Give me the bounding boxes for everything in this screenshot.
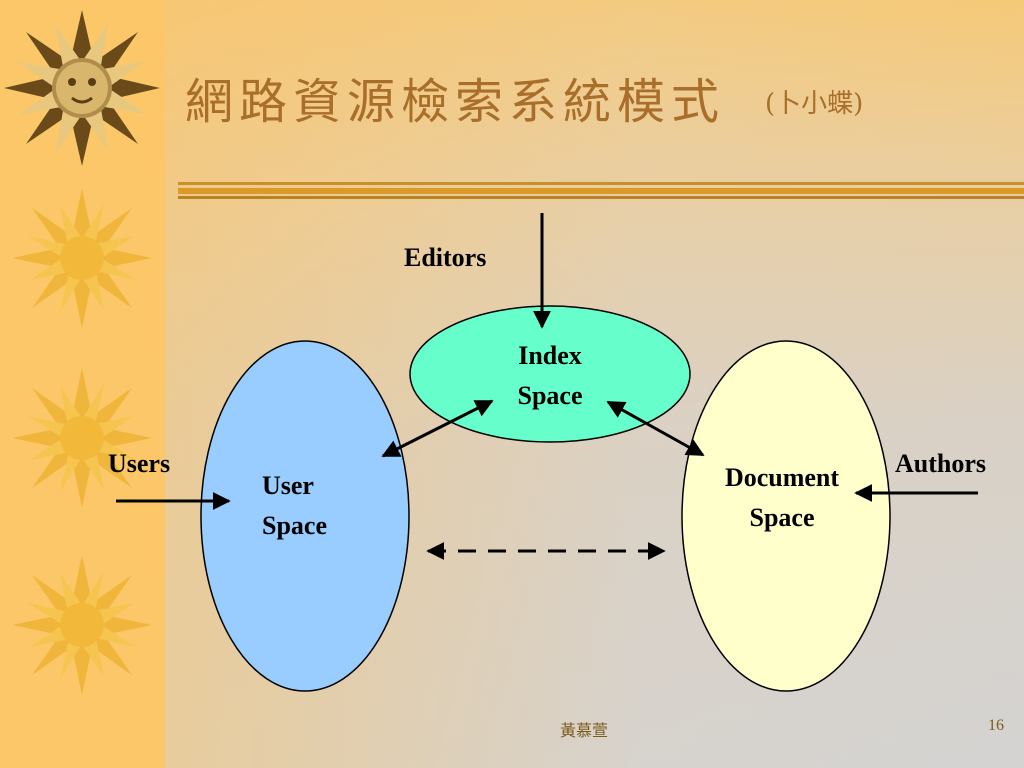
index-space-line1: Index [518,341,582,370]
title-subtitle: (卜小蝶) [765,89,864,119]
sun-face-icon [4,10,160,166]
user-space-line1: User [262,471,314,500]
decorative-sidebar [0,0,165,768]
footer-author: 黃慕萱 [560,721,609,740]
document-space-label: Document Space [702,458,862,538]
title-divider [178,182,1024,199]
document-space-line1: Document [724,463,840,492]
document-space-ellipse [681,340,891,692]
index-space-line2: Space [517,381,583,410]
index-space-label: Index Space [490,336,610,416]
users-label: Users [108,449,171,478]
index-document-arrow [606,400,705,457]
title-text: 網路資源檢索系統模式 [185,74,726,130]
authors-label: Authors [895,449,987,478]
index-user-arrow [381,399,494,458]
user-space-label: User Space [262,466,327,546]
user-space-ellipse [200,340,410,692]
editors-label: Editors [404,243,487,272]
document-space-line2: Space [749,503,815,532]
slide-title: 網路資源檢索系統模式 (卜小蝶) [185,62,863,142]
page-number: 16 [988,717,1004,734]
user-space-line2: Space [262,511,327,540]
